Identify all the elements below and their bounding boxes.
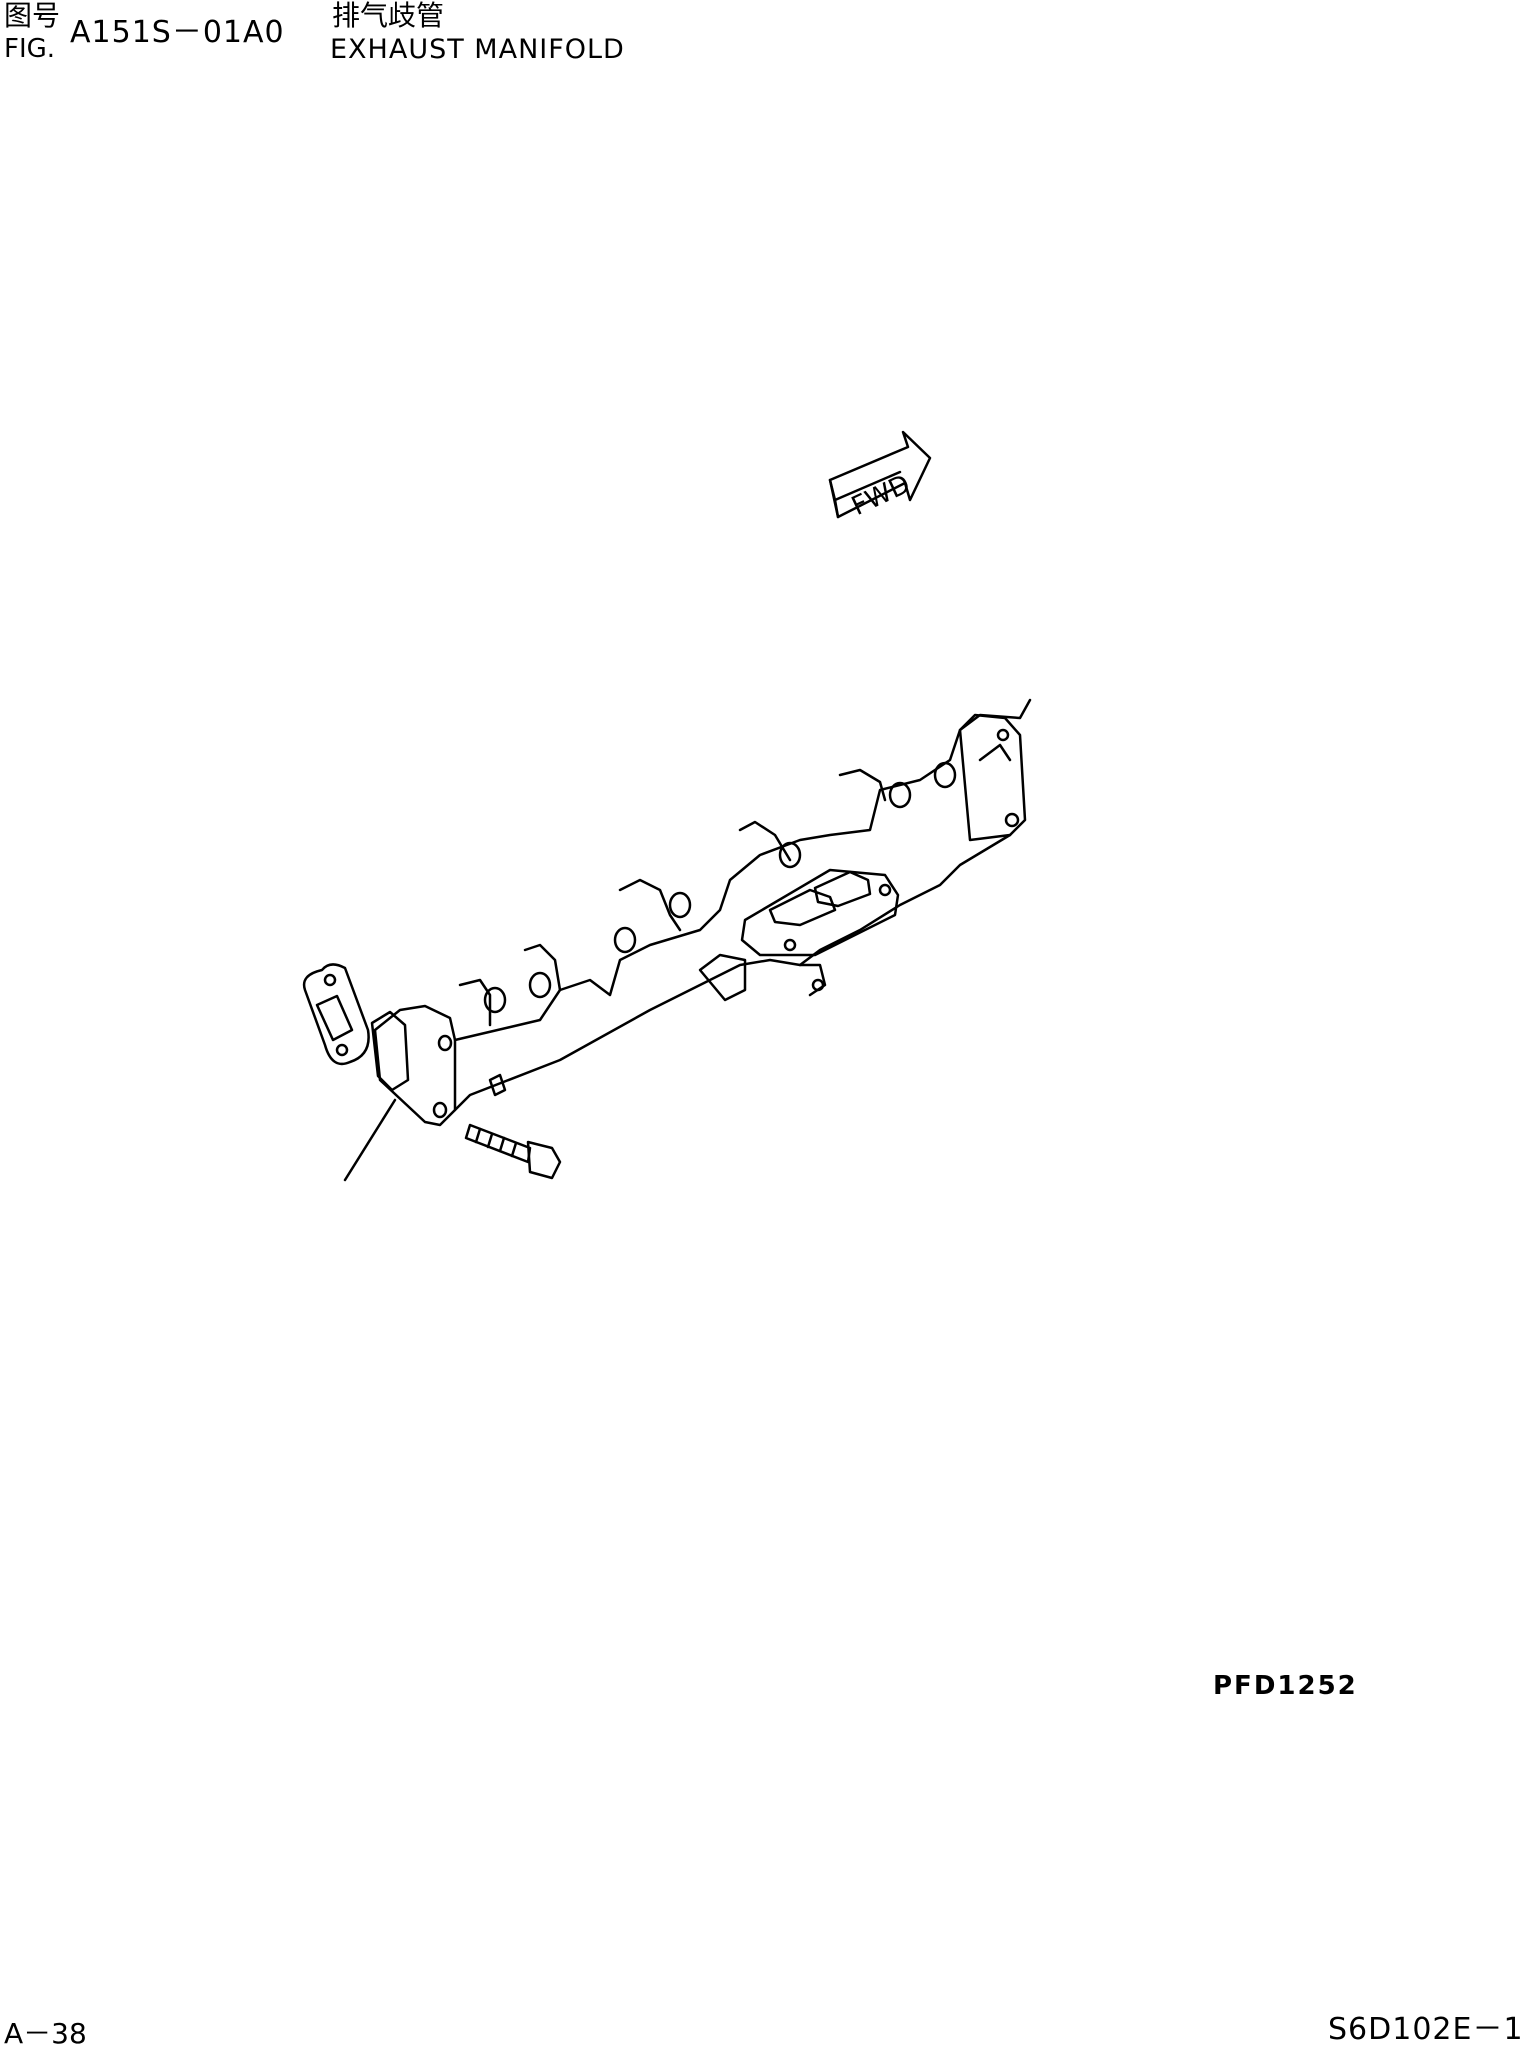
bolt-part xyxy=(464,1123,562,1180)
gasket-part xyxy=(302,963,370,1066)
leader-line xyxy=(343,1098,397,1182)
manifold-part xyxy=(370,698,1032,1127)
figure-number: A151S－01A0 xyxy=(70,15,285,50)
page-title-chinese: 排气歧管 xyxy=(332,0,445,32)
figure-label: FIG. xyxy=(4,34,56,64)
fwd-label: FWD xyxy=(847,469,915,522)
reference-code: PFD1252 xyxy=(1213,1671,1358,1701)
model-code: S6D102E－1 xyxy=(1328,2012,1524,2047)
forward-arrow-icon: FWD xyxy=(828,430,932,522)
page-number: A－38 xyxy=(4,2017,87,2050)
page-title: EXHAUST MANIFOLD xyxy=(330,34,625,65)
figure-label-chinese: 图号 xyxy=(4,0,61,32)
